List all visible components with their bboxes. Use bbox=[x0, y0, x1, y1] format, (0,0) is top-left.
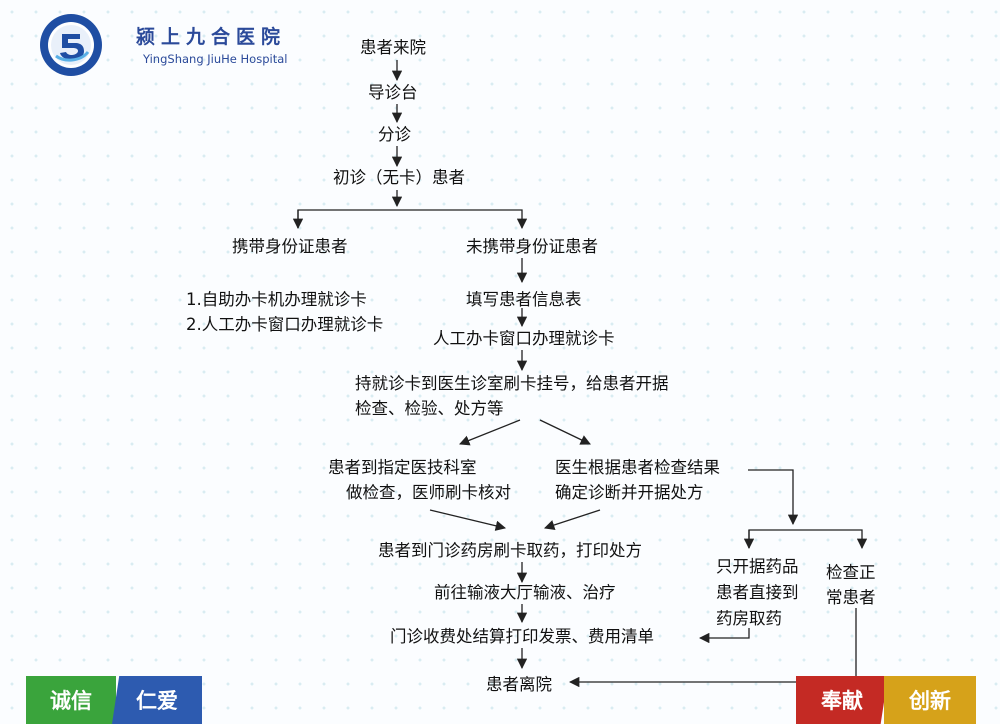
node-drug-only-line3: 药房取药 bbox=[716, 609, 782, 628]
node-exam-line1: 患者到指定医技科室 bbox=[328, 458, 477, 477]
node-pharmacy: 患者到门诊药房刷卡取药，打印处方 bbox=[378, 541, 642, 560]
node-exam-line2: 做检查，医师刷卡核对 bbox=[346, 483, 511, 502]
arrow-drug-billing bbox=[698, 628, 750, 644]
node-register-line1: 持就诊卡到医生诊室刷卡挂号，给患者开据 bbox=[355, 374, 669, 393]
arrow-exam-pharmacy bbox=[429, 509, 507, 531]
node-without-id: 未携带身份证患者 bbox=[466, 237, 598, 256]
diagnose-branch bbox=[748, 469, 799, 526]
node-arrive: 患者来院 bbox=[360, 38, 426, 57]
node-self-machine: 1.自助办卡机办理就诊卡 bbox=[186, 290, 367, 309]
arrow-register-diagnose bbox=[539, 419, 591, 445]
node-register-line2: 检查、检验、处方等 bbox=[355, 399, 504, 418]
node-manual-window: 2.人工办卡窗口办理就诊卡 bbox=[186, 315, 384, 334]
arrow-register-exam bbox=[459, 419, 521, 446]
arrow-diagnose-pharmacy bbox=[544, 509, 601, 531]
node-with-id: 携带身份证患者 bbox=[232, 237, 348, 256]
node-manual-card: 人工办卡窗口办理就诊卡 bbox=[433, 329, 615, 348]
node-normal-line1: 检查正 bbox=[826, 563, 876, 582]
node-guide-desk: 导诊台 bbox=[368, 83, 418, 102]
node-infusion: 前往输液大厅输液、治疗 bbox=[434, 583, 616, 602]
hospital-name: 颍上九合医院 bbox=[136, 26, 287, 48]
node-diagnose-line1: 医生根据患者检查结果 bbox=[555, 458, 720, 477]
hospital-logo-icon bbox=[40, 14, 102, 76]
node-normal-line2: 常患者 bbox=[826, 588, 876, 607]
split-bar bbox=[297, 209, 528, 230]
node-triage: 分诊 bbox=[378, 125, 411, 144]
node-fill-form: 填写患者信息表 bbox=[466, 290, 582, 309]
hospital-name-en: YingShang JiuHe Hospital bbox=[143, 52, 288, 66]
value-kindness-band: 仁爱 bbox=[112, 676, 202, 724]
node-first-visit: 初诊（无卡）患者 bbox=[333, 168, 465, 187]
node-drug-only-line2: 患者直接到 bbox=[716, 583, 799, 602]
node-diagnose-line2: 确定诊断并开据处方 bbox=[555, 483, 704, 502]
value-innovation-band: 创新 bbox=[884, 676, 976, 724]
value-honesty-band: 诚信 bbox=[26, 676, 116, 724]
value-dedication-band: 奉献 bbox=[796, 676, 888, 724]
node-leave: 患者离院 bbox=[486, 675, 552, 694]
branch-bar bbox=[748, 529, 868, 550]
node-billing: 门诊收费处结算打印发票、费用清单 bbox=[390, 627, 654, 646]
node-drug-only-line1: 只开据药品 bbox=[716, 557, 799, 576]
